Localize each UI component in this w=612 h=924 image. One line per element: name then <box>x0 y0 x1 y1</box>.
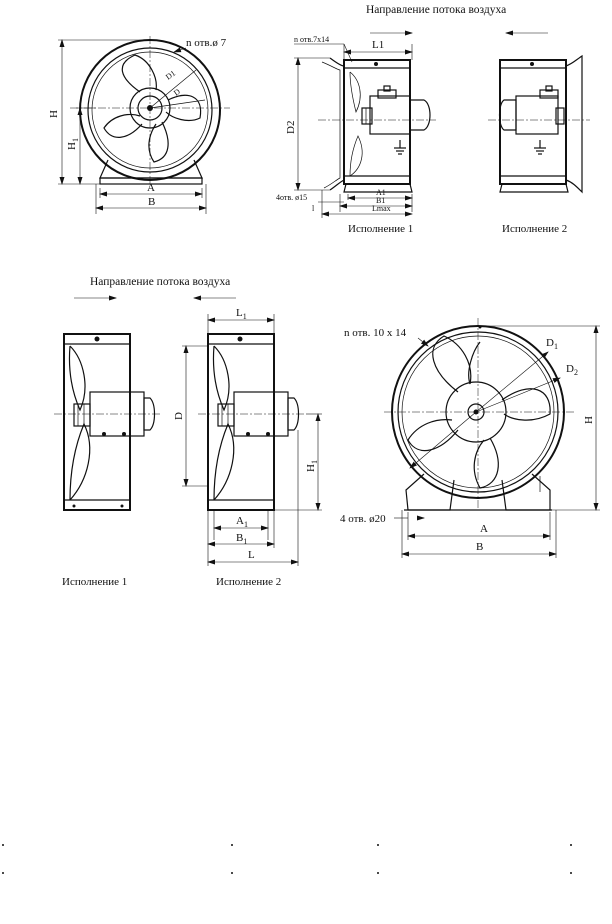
bottom-front-view: D1 D2 n отв. 10 x 14 H 4 отв. ø20 A B <box>340 318 600 558</box>
bottom-front-d1-label: D1 <box>546 337 558 351</box>
top-side1-lmax-label: Lmax <box>372 204 391 213</box>
bottom-flow-title: Направление потока воздуха <box>90 276 230 288</box>
top-front-h1-letter: H <box>66 142 78 150</box>
top-side-view-1: n отв.7x14 L1 <box>276 30 436 235</box>
bottom-front-d2-letter: D <box>566 363 574 375</box>
bottom-front-d1-sub: 1 <box>554 342 558 351</box>
top-front-a-label: A <box>147 182 155 194</box>
bottom-front-b-label: B <box>476 541 483 553</box>
top-flow-title: Направление потока воздуха <box>366 4 506 16</box>
page-footer-marks <box>2 844 572 874</box>
bottom-v2-l1-label: L1 <box>236 307 247 321</box>
bottom-front-d1-letter: D <box>546 337 554 349</box>
bottom-variant1-caption: Исполнение 1 <box>62 576 127 588</box>
bottom-front-d2-sub: 2 <box>574 368 578 377</box>
bottom-v2-h1-label: H1 <box>305 460 319 472</box>
bottom-variant2-caption: Исполнение 2 <box>216 576 281 588</box>
top-front-holes-label: n отв.ø 7 <box>186 37 227 49</box>
bottom-v2-d-label: D <box>173 412 185 420</box>
bottom-variant-2-view: L1 D H1 A1 B1 L Испол <box>173 307 322 588</box>
bottom-v2-b1-letter: B <box>236 532 243 544</box>
bottom-v2-h1-sub: 1 <box>310 460 319 464</box>
top-front-b-label: B <box>148 196 155 208</box>
bottom-front-holes-bottom: 4 отв. ø20 <box>340 513 386 525</box>
top-side1-holes-bottom: 4отв. ø15 <box>276 193 307 202</box>
top-side1-caption: Исполнение 1 <box>348 223 413 235</box>
top-side1-l1-label: L1 <box>372 39 384 51</box>
bottom-v2-b1-sub: 1 <box>243 537 247 546</box>
top-front-h1-label: H1 <box>66 138 80 150</box>
bottom-v2-a1-letter: A <box>236 515 244 527</box>
top-side1-b1-label: B1 <box>376 196 385 205</box>
top-side2-caption: Исполнение 2 <box>502 223 567 235</box>
top-front-d1-label: D1 <box>164 69 177 82</box>
bottom-v2-l1-letter: L <box>236 307 243 319</box>
bottom-front-h-label: H <box>583 416 595 424</box>
bottom-front-d2-label: D2 <box>566 363 578 377</box>
bottom-front-holes-top: n отв. 10 x 14 <box>344 327 407 339</box>
bottom-variant-1-view: Исполнение 1 <box>54 333 162 588</box>
top-side1-d2-label: D2 <box>285 121 297 134</box>
top-front-h1-sub: 1 <box>71 138 80 142</box>
top-side1-a1-label: A1 <box>376 188 386 197</box>
bottom-v2-l-label: L <box>248 549 255 561</box>
bottom-front-a-label: A <box>480 523 488 535</box>
bottom-v2-l1-sub: 1 <box>243 312 247 321</box>
top-front-view: D D1 n отв.ø 7 H H1 A B <box>48 36 230 214</box>
bottom-v2-a1-label: A1 <box>236 515 248 529</box>
top-front-d-label: D <box>172 87 182 98</box>
bottom-v2-h1-letter: H <box>305 464 317 472</box>
bottom-v2-b1-label: B1 <box>236 532 247 546</box>
top-side1-l-label: l <box>312 204 315 213</box>
top-side-view-2: Исполнение 2 <box>488 30 590 235</box>
top-front-h-label: H <box>48 110 60 118</box>
bottom-v2-a1-sub: 1 <box>244 520 248 529</box>
top-side1-holes-top: n отв.7x14 <box>294 35 329 44</box>
